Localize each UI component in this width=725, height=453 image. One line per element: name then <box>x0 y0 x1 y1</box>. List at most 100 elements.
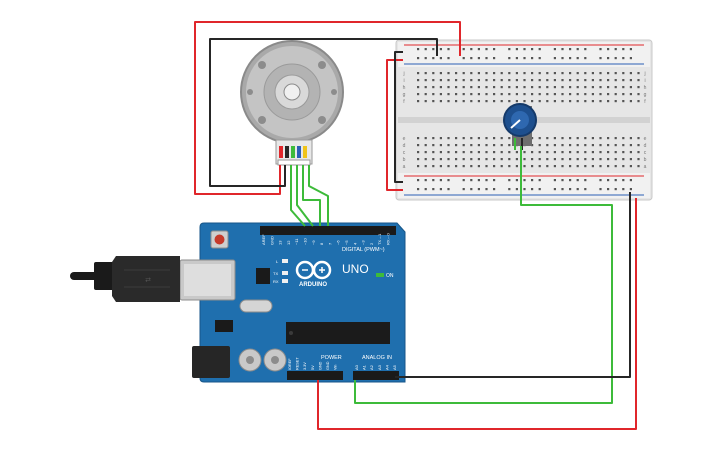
rail-hole[interactable] <box>485 179 488 182</box>
breadboard-hole[interactable] <box>584 137 587 140</box>
breadboard-hole[interactable] <box>462 165 465 168</box>
breadboard-hole[interactable] <box>576 86 579 89</box>
rail-hole[interactable] <box>614 57 617 60</box>
breadboard-hole[interactable] <box>546 93 549 96</box>
breadboard-hole[interactable] <box>500 93 503 96</box>
rail-hole[interactable] <box>538 179 541 182</box>
rail-hole[interactable] <box>439 179 442 182</box>
breadboard-hole[interactable] <box>622 158 625 161</box>
breadboard-hole[interactable] <box>493 100 496 103</box>
breadboard-hole[interactable] <box>569 100 572 103</box>
breadboard-hole[interactable] <box>477 79 480 82</box>
rail-hole[interactable] <box>584 179 587 182</box>
rail-hole[interactable] <box>538 57 541 60</box>
breadboard-hole[interactable] <box>629 72 632 75</box>
breadboard-hole[interactable] <box>470 100 473 103</box>
rail-hole[interactable] <box>432 48 435 51</box>
breadboard-hole[interactable] <box>614 158 617 161</box>
rail-hole[interactable] <box>477 179 480 182</box>
breadboard-hole[interactable] <box>493 86 496 89</box>
breadboard-hole[interactable] <box>637 144 640 147</box>
breadboard-hole[interactable] <box>470 79 473 82</box>
rail-hole[interactable] <box>470 188 473 191</box>
rail-hole[interactable] <box>493 188 496 191</box>
breadboard-hole[interactable] <box>614 72 617 75</box>
breadboard-hole[interactable] <box>493 151 496 154</box>
breadboard-hole[interactable] <box>622 137 625 140</box>
rail-hole[interactable] <box>629 188 632 191</box>
rail-hole[interactable] <box>599 57 602 60</box>
breadboard-hole[interactable] <box>515 100 518 103</box>
breadboard-hole[interactable] <box>500 158 503 161</box>
breadboard-hole[interactable] <box>531 72 534 75</box>
breadboard-hole[interactable] <box>607 137 610 140</box>
breadboard-hole[interactable] <box>508 93 511 96</box>
rail-hole[interactable] <box>424 48 427 51</box>
breadboard-hole[interactable] <box>477 72 480 75</box>
breadboard-hole[interactable] <box>637 72 640 75</box>
breadboard-hole[interactable] <box>432 86 435 89</box>
rail-hole[interactable] <box>523 48 526 51</box>
rail-hole[interactable] <box>470 179 473 182</box>
breadboard-hole[interactable] <box>432 151 435 154</box>
breadboard-hole[interactable] <box>417 79 420 82</box>
breadboard-hole[interactable] <box>515 158 518 161</box>
breadboard-hole[interactable] <box>546 100 549 103</box>
breadboard-hole[interactable] <box>629 151 632 154</box>
rail-hole[interactable] <box>447 188 450 191</box>
breadboard-hole[interactable] <box>637 137 640 140</box>
breadboard-hole[interactable] <box>493 165 496 168</box>
rail-hole[interactable] <box>569 57 572 60</box>
rail-hole[interactable] <box>531 57 534 60</box>
breadboard-hole[interactable] <box>432 137 435 140</box>
breadboard-hole[interactable] <box>538 151 541 154</box>
breadboard-hole[interactable] <box>561 100 564 103</box>
breadboard-hole[interactable] <box>553 72 556 75</box>
breadboard-hole[interactable] <box>546 151 549 154</box>
rail-hole[interactable] <box>553 48 556 51</box>
breadboard-hole[interactable] <box>523 100 526 103</box>
breadboard-hole[interactable] <box>538 144 541 147</box>
breadboard-hole[interactable] <box>591 151 594 154</box>
rail-hole[interactable] <box>462 48 465 51</box>
breadboard-hole[interactable] <box>424 86 427 89</box>
usb-cable[interactable]: ⇄ <box>70 256 180 302</box>
breadboard-hole[interactable] <box>614 144 617 147</box>
breadboard-hole[interactable] <box>417 72 420 75</box>
breadboard-hole[interactable] <box>493 144 496 147</box>
rail-hole[interactable] <box>599 48 602 51</box>
rail-hole[interactable] <box>629 48 632 51</box>
breadboard-hole[interactable] <box>546 137 549 140</box>
breadboard-hole[interactable] <box>462 100 465 103</box>
rail-hole[interactable] <box>493 48 496 51</box>
breadboard-hole[interactable] <box>439 158 442 161</box>
breadboard-hole[interactable] <box>515 86 518 89</box>
rail-hole[interactable] <box>561 179 564 182</box>
breadboard-hole[interactable] <box>477 158 480 161</box>
breadboard-hole[interactable] <box>569 158 572 161</box>
breadboard-hole[interactable] <box>591 79 594 82</box>
breadboard-hole[interactable] <box>553 144 556 147</box>
breadboard-hole[interactable] <box>462 86 465 89</box>
breadboard-hole[interactable] <box>439 151 442 154</box>
dc-motor[interactable] <box>240 40 344 166</box>
breadboard-hole[interactable] <box>591 93 594 96</box>
breadboard-hole[interactable] <box>515 72 518 75</box>
breadboard-hole[interactable] <box>424 158 427 161</box>
breadboard-hole[interactable] <box>622 72 625 75</box>
breadboard-hole[interactable] <box>447 151 450 154</box>
breadboard-hole[interactable] <box>447 158 450 161</box>
rail-hole[interactable] <box>622 57 625 60</box>
breadboard-hole[interactable] <box>417 158 420 161</box>
rail-hole[interactable] <box>515 179 518 182</box>
breadboard-hole[interactable] <box>477 144 480 147</box>
breadboard-hole[interactable] <box>584 158 587 161</box>
rail-hole[interactable] <box>462 188 465 191</box>
breadboard-hole[interactable] <box>439 100 442 103</box>
breadboard-hole[interactable] <box>546 158 549 161</box>
breadboard-hole[interactable] <box>500 137 503 140</box>
breadboard-hole[interactable] <box>447 86 450 89</box>
rail-hole[interactable] <box>485 48 488 51</box>
breadboard-hole[interactable] <box>599 144 602 147</box>
breadboard-hole[interactable] <box>591 100 594 103</box>
